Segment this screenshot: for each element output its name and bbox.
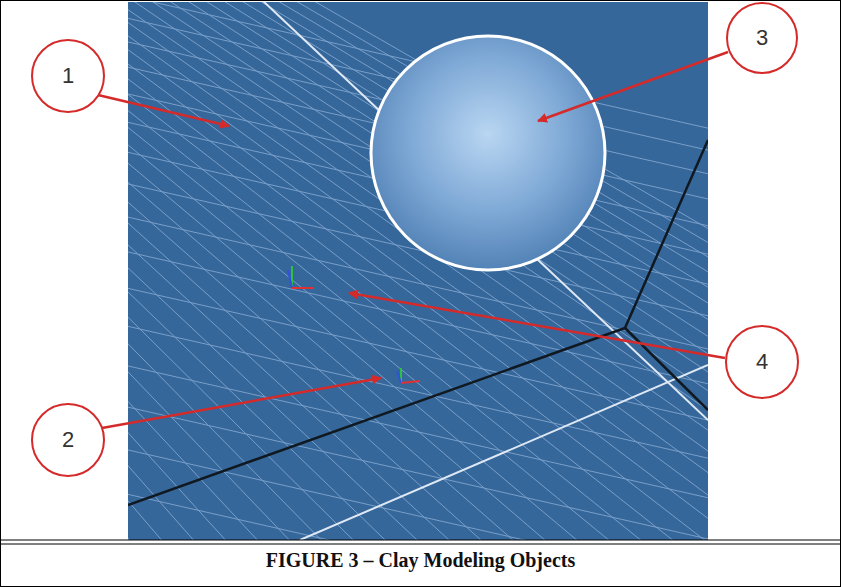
- callout-number: 2: [62, 427, 74, 453]
- caption-rule: [0, 544, 841, 545]
- leader-arrow: [102, 378, 381, 428]
- axis-line: [128, 328, 625, 505]
- clay-sphere: [371, 36, 605, 270]
- callout-circle: 3: [726, 2, 798, 74]
- callout-circle: 1: [31, 39, 105, 113]
- callout-number: 1: [62, 63, 74, 89]
- leader-arrow: [538, 52, 728, 121]
- callout-circle: 2: [31, 403, 105, 477]
- viewport-ground: [128, 2, 708, 540]
- caption-rule: [0, 540, 841, 541]
- grid: [128, 2, 708, 540]
- leader-arrow: [98, 95, 229, 126]
- axis-line: [300, 365, 708, 540]
- axis-line: [625, 328, 708, 410]
- callout-number: 3: [756, 25, 768, 51]
- figure-caption: FIGURE 3 – Clay Modeling Objects: [0, 549, 841, 572]
- callout-circle: 4: [725, 325, 799, 399]
- object-gizmo: [397, 368, 420, 383]
- axis-line: [625, 140, 708, 328]
- callout-number: 4: [756, 349, 768, 375]
- object-gizmo: [288, 266, 314, 288]
- leader-arrow: [349, 293, 725, 358]
- axis-line: [262, 2, 708, 420]
